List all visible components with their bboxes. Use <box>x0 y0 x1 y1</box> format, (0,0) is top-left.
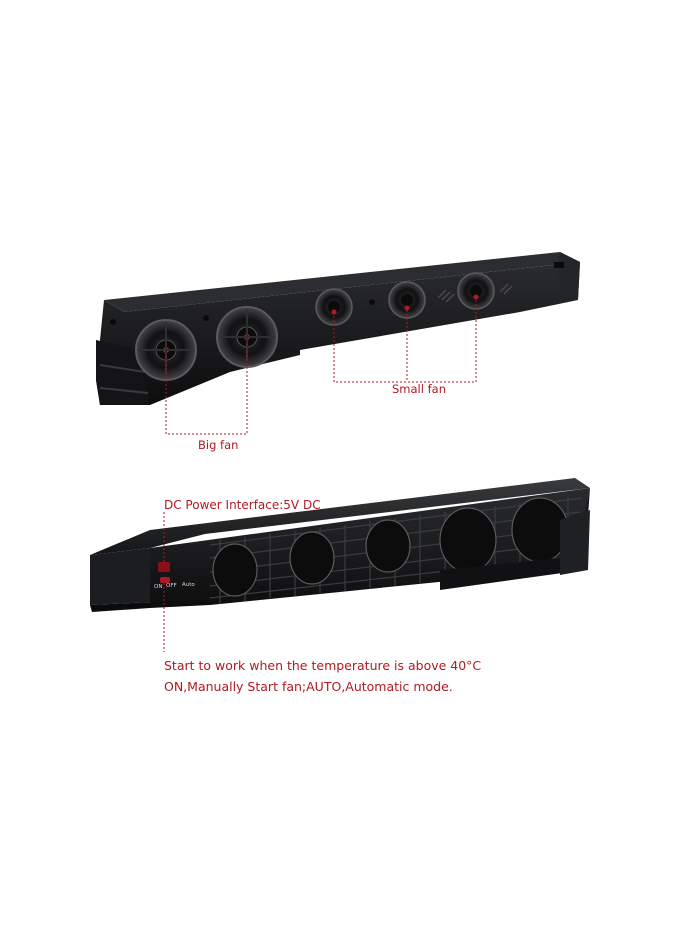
cooler-side-view <box>90 478 590 652</box>
small-fan-3 <box>457 272 495 310</box>
small-fan-1 <box>315 288 353 326</box>
dc-power-port <box>158 562 170 572</box>
small-fan-pointer <box>333 300 477 383</box>
cooler-top-edge <box>104 252 580 312</box>
switch-label-off: OFF <box>166 583 177 589</box>
small-fan-2 <box>388 281 426 319</box>
big-fan-label: Big fan <box>198 438 239 452</box>
cooler-top-view <box>96 252 580 435</box>
switch-label-on: ON <box>154 584 163 590</box>
big-fan-pointer <box>165 344 248 435</box>
switch-label-auto: Auto <box>182 582 195 588</box>
dc-power-label: DC Power Interface:5V DC <box>164 498 321 512</box>
big-fan-left <box>135 319 197 381</box>
mode-note-line-1: Start to work when the temperature is ab… <box>164 658 482 673</box>
mode-note-line-2: ON,Manually Start fan;AUTO,Automatic mod… <box>164 679 453 694</box>
cooler-side-top <box>90 478 590 555</box>
small-fan-label: Small fan <box>392 382 446 396</box>
big-fan-right <box>216 306 278 368</box>
mode-note: Start to work when the temperature is ab… <box>164 655 481 697</box>
mode-switch <box>160 577 170 583</box>
